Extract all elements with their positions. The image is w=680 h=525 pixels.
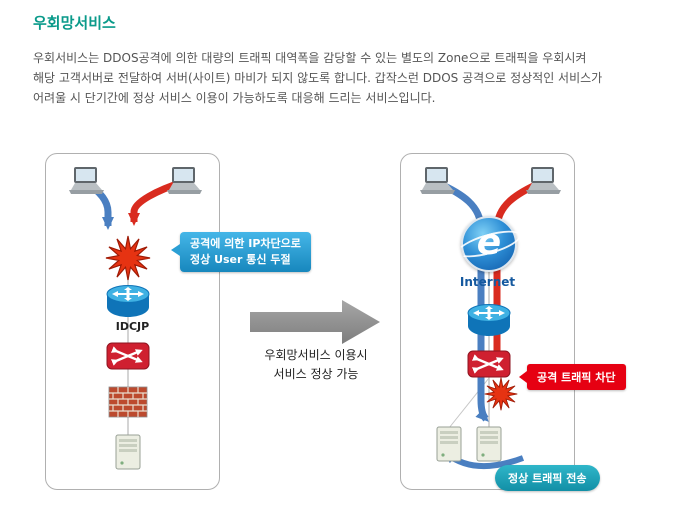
internet-icon: e (454, 216, 524, 272)
before-panel: IDCJP (45, 153, 220, 490)
page-title: 우회망서비스 (33, 14, 116, 32)
attack-callout-line1: 공격에 의한 IP차단으로 (190, 237, 301, 250)
laptop-icon (64, 166, 106, 196)
page-description: 우회서비스는 DDOS공격에 의한 대량의 트래픽 대역폭을 감당할 수 있는 … (33, 51, 603, 105)
server-icon (435, 426, 463, 462)
normal-callout-text: 정상 트래픽 전송 (508, 472, 587, 485)
firewall-icon (108, 386, 148, 418)
callout-pointer-left-icon (519, 371, 527, 383)
transition-caption-line2: 서비스 정상 가능 (273, 367, 359, 381)
server-icon (475, 426, 503, 462)
internet-label: Internet (459, 275, 516, 289)
switch-icon (467, 350, 511, 378)
laptop-icon (521, 166, 563, 196)
attack-burst-icon (484, 377, 518, 411)
transition-caption-line1: 우회망서비스 이용시 (264, 348, 368, 362)
laptop-icon (162, 166, 204, 196)
laptop-icon (415, 166, 457, 196)
router-icon (466, 303, 512, 337)
attack-callout-line2: 정상 User 통신 두절 (190, 253, 291, 266)
transition-caption: 우회망서비스 이용시 서비스 정상 가능 (234, 346, 398, 384)
attack-burst-icon (105, 235, 151, 281)
transition-right-arrow-icon (250, 300, 380, 344)
router-label: IDCJP (115, 320, 150, 333)
switch-icon (106, 342, 150, 370)
internet-e-letter: e (476, 221, 502, 263)
attack-traffic-blocked-callout: 공격 트래픽 차단 (519, 364, 626, 390)
block-callout-text: 공격 트래픽 차단 (537, 371, 616, 384)
after-panel: e Internet (400, 153, 575, 490)
normal-traffic-callout: 정상 트래픽 전송 (495, 465, 600, 491)
callout-pointer-left-icon (171, 244, 180, 256)
attack-block-callout: 공격에 의한 IP차단으로 정상 User 통신 두절 (171, 232, 311, 272)
router-icon (105, 284, 151, 318)
server-icon (114, 434, 142, 470)
